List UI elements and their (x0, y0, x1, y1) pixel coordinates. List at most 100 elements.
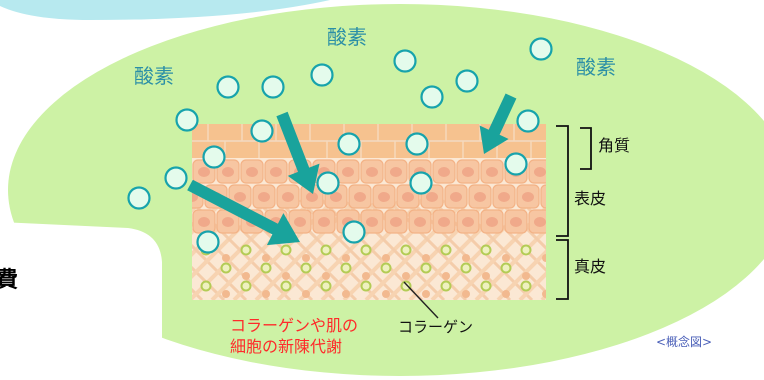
cell-nucleus (486, 167, 498, 177)
cell-nucleus (534, 217, 546, 227)
collagen-dot (480, 244, 492, 256)
oxygen-label: 酸素 (134, 64, 174, 88)
dermis-cell (262, 290, 270, 298)
cell-nucleus (342, 167, 354, 177)
dermis-cell (222, 254, 230, 262)
oxygen-bubble-icon (409, 171, 433, 195)
oxygen-bubble-icon (175, 108, 199, 132)
collagen-dot (460, 262, 472, 274)
cell-nucleus (390, 167, 402, 177)
collagen-dot (520, 244, 532, 256)
oxygen-bubble-icon (337, 132, 361, 156)
corneum-bracket-icon (580, 127, 592, 170)
dermis-cell (222, 290, 230, 298)
oxygen-arrows (187, 93, 517, 246)
cell-nucleus (354, 192, 366, 202)
oxygen-bubble-icon (516, 109, 540, 133)
skin-section (192, 124, 546, 300)
collagen-dot (440, 280, 452, 292)
collagen-dot (480, 280, 492, 292)
renewal-label-line1: コラーゲンや肌の (230, 316, 359, 335)
collagen-dot (340, 262, 352, 274)
collagen-dot (320, 244, 332, 256)
concept-diagram-caption: <概念図> (656, 335, 713, 349)
oxygen-flow-arrow-icon (187, 179, 300, 246)
dermis-cell (542, 290, 546, 298)
dermis-cell (342, 290, 350, 298)
oxygen-bubble-icon (127, 186, 151, 210)
cell-nucleus (534, 167, 546, 177)
cell-nucleus (222, 167, 234, 177)
collagen-dot (400, 244, 412, 256)
collagen-dot (280, 244, 292, 256)
dermis-cell (542, 254, 546, 262)
dermis-cell (322, 272, 330, 280)
oxygen-bubble-icon (405, 132, 429, 156)
dermis-bracket-icon (556, 239, 569, 300)
collagen-dot (220, 262, 232, 274)
oxygen-bubble-icon (455, 69, 479, 93)
cell-nucleus (258, 192, 270, 202)
cell-nucleus (426, 192, 438, 202)
cell-nucleus (294, 217, 306, 227)
oxygen-label: 酸素 (576, 55, 616, 79)
collagen-dot (200, 280, 212, 292)
collagen-dot (360, 280, 372, 292)
cell-nucleus (198, 167, 210, 177)
collagen-dot (320, 280, 332, 292)
cell-nucleus (522, 192, 534, 202)
dermis-cell (342, 254, 350, 262)
cell-nucleus (306, 192, 318, 202)
cell-nucleus (246, 167, 258, 177)
epidermis-label: 表皮 (574, 189, 607, 208)
cell-nucleus (462, 217, 474, 227)
oxygen-bubble-icon (529, 37, 553, 61)
dermis-cell (442, 272, 450, 280)
dermis-cell (482, 272, 490, 280)
oxygen-label: 酸素 (327, 25, 367, 49)
dermis-cell (462, 290, 470, 298)
oxygen-bubble-icon (393, 49, 417, 73)
dermis-cell (362, 272, 370, 280)
cell-nucleus (198, 217, 210, 227)
left-panel (0, 222, 162, 380)
collagen-dot (300, 262, 312, 274)
cell-nucleus (282, 192, 294, 202)
renewal-label-line2: 細胞の新陳代謝 (230, 337, 343, 356)
oxygen-bubble-icon (316, 171, 340, 195)
dermis-cell (262, 254, 270, 262)
collagen-dot (360, 244, 372, 256)
cell-nucleus (438, 167, 450, 177)
oxygen-bubble-icon (250, 119, 274, 143)
cell-nucleus (510, 217, 522, 227)
collagen-dot (520, 280, 532, 292)
dermis-label: 真皮 (574, 257, 607, 276)
oxygen-bubble-icon (202, 145, 226, 169)
collagen-dot (240, 244, 252, 256)
oxygen-bubble-icon (196, 230, 220, 254)
oxygen-bubble-icon (164, 166, 188, 190)
dermis-cell (402, 272, 410, 280)
oxygen-bubble-icon (310, 63, 334, 87)
cell-nucleus (462, 167, 474, 177)
cell-nucleus (402, 192, 414, 202)
dermis-cell (422, 254, 430, 262)
dermis-cell (302, 254, 310, 262)
cell-nucleus (414, 217, 426, 227)
cell-nucleus (450, 192, 462, 202)
cell-nucleus (270, 167, 282, 177)
stratum-corneum-label: 角質 (598, 136, 631, 155)
cell-nucleus (330, 192, 342, 202)
epidermis-bracket-icon (556, 125, 569, 237)
collagen-label: コラーゲン (398, 318, 474, 336)
dermis-cell (382, 254, 390, 262)
collagen-dot (440, 244, 452, 256)
cell-nucleus (486, 217, 498, 227)
cell-nucleus (498, 192, 510, 202)
dermis-cell (462, 254, 470, 262)
cropped-heading-char: 費 (0, 268, 19, 293)
dermis-cell (282, 272, 290, 280)
dermis-cell (382, 290, 390, 298)
oxygen-bubble-icon (420, 85, 444, 109)
